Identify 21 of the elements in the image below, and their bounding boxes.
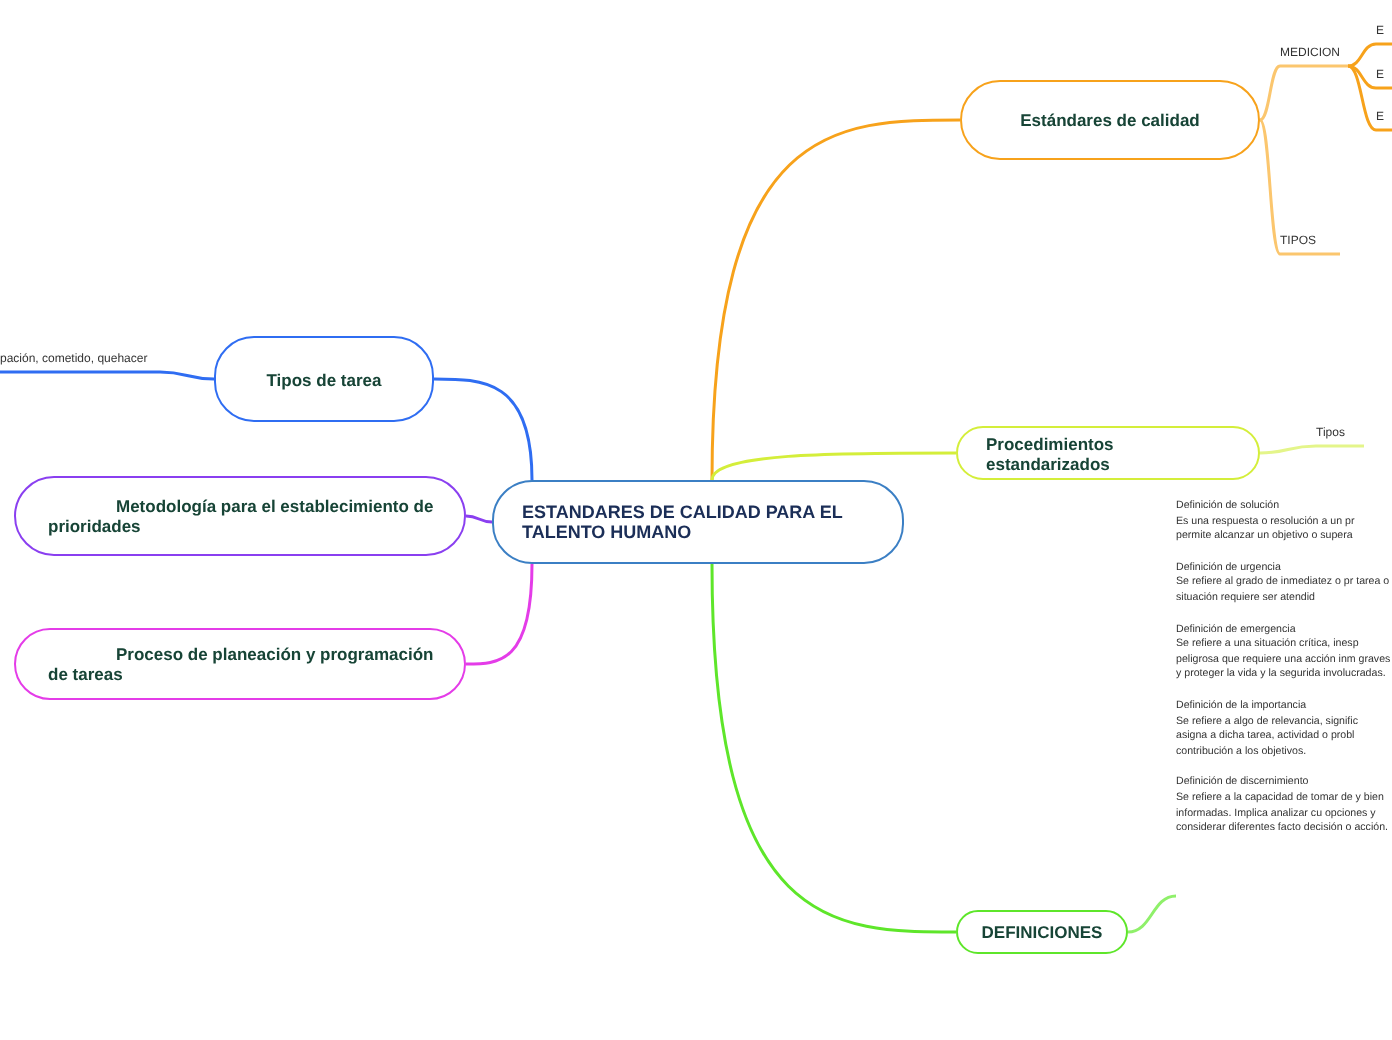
connector-line <box>466 563 534 666</box>
connector-line <box>710 563 956 934</box>
topic-box: Estándares de calidad <box>960 80 1260 160</box>
central-topic: ESTANDARES DE CALIDAD PARA EL TALENTO HUMANO <box>492 480 904 564</box>
connector-line <box>159 370 215 381</box>
topic-box: Tipos de tarea <box>214 336 434 422</box>
topic-box: DEFINICIONES <box>956 910 1128 954</box>
connector-line <box>1347 64 1377 132</box>
connector-line <box>465 514 493 524</box>
connector-line <box>1347 64 1377 90</box>
connector-line <box>710 451 956 481</box>
connector-line <box>1259 64 1281 122</box>
connector-line <box>1259 444 1317 455</box>
connector-line <box>1127 894 1177 934</box>
connector-line <box>710 118 960 481</box>
connector-line <box>1258 119 1282 255</box>
topic-box: Metodología para el establecimiento de prioridades <box>14 476 466 556</box>
connector-line <box>434 377 534 481</box>
connector-line <box>1347 42 1377 68</box>
topic-box: Procedimientos estandarizados <box>956 426 1260 480</box>
topic-box: Proceso de planeación y programación de tareas <box>14 628 466 700</box>
